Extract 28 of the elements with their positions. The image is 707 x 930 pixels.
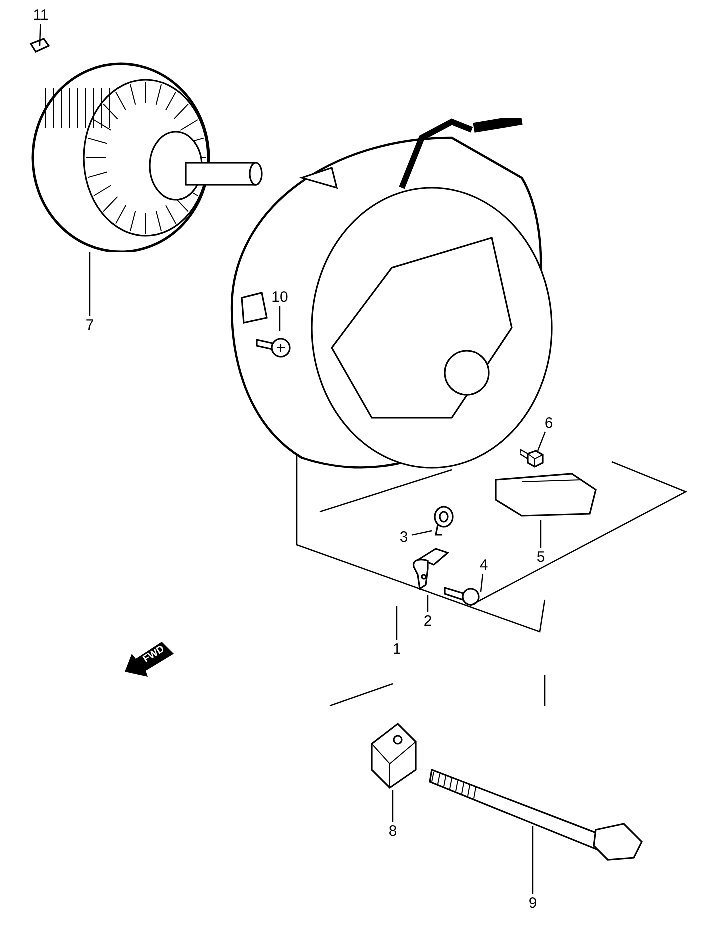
leader-line [537,432,546,452]
callout-number: 11 [33,8,49,22]
leader-line [480,574,484,592]
clamp-drawing [432,505,456,537]
forward-label: FWD [142,644,167,666]
grommet-drawing [368,720,420,790]
leader-line [532,826,534,894]
callout-number: 8 [388,824,398,838]
callout-number: 10 [272,290,288,304]
bolt-drawing [520,446,546,470]
callout-number: 9 [528,896,538,910]
leader-line [279,306,281,331]
key-drawing [28,36,52,56]
callout-number: 1 [392,642,402,656]
callout-number: 5 [536,550,546,564]
leader-line [427,595,429,612]
leader-line [412,530,432,536]
leader-line [39,24,42,46]
callout-number: 3 [400,530,408,544]
callout-number: 7 [86,318,94,332]
leader-line [392,790,394,822]
pickup-coil-drawing [492,470,600,520]
callout-number: 6 [544,416,554,430]
leader-line [396,606,398,640]
callout-number: 2 [424,614,432,628]
callout-number: 4 [480,558,488,572]
leader-line [540,520,542,548]
leader-line [89,252,91,316]
